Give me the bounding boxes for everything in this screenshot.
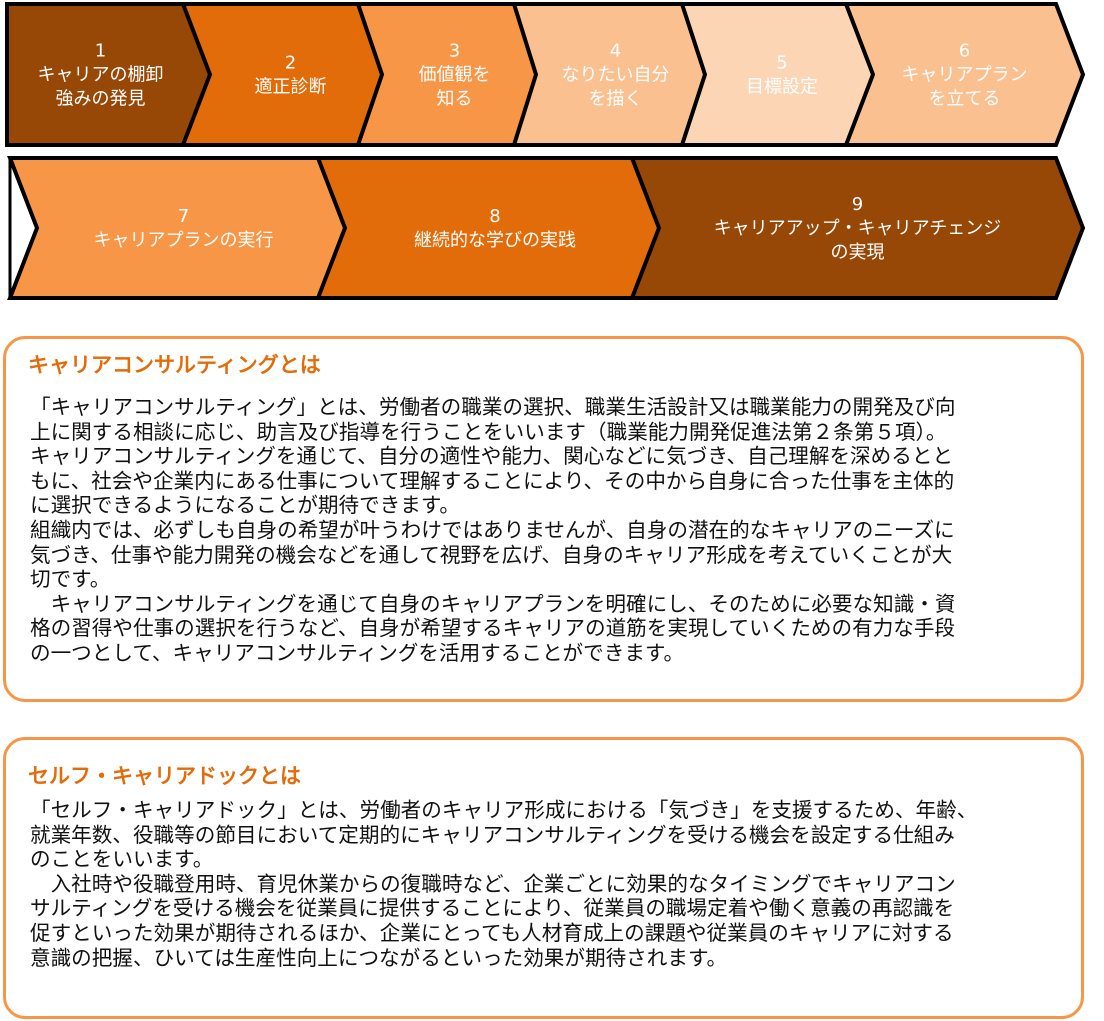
body-line: 気づき、仕事や能力開発の機会などを通して視野を広げ、自身のキャリア形成を考えてい… (30, 542, 953, 567)
step-number: 3 (449, 41, 460, 62)
body-line: のことをいいます。 (30, 847, 214, 872)
body-line: の一つとして、キャリアコンサルティングを活用することができます。 (30, 640, 685, 665)
body-line: 意識の把握、ひいては生産性向上につながるといった効果が期待されます。 (30, 945, 728, 970)
step-number: 7 (178, 206, 189, 227)
body-line: 切です。 (30, 567, 111, 592)
step-chevron-7 (7, 156, 360, 300)
step-label: キャリアアップ・キャリアチェンジ (714, 218, 1002, 239)
section-title: キャリアコンサルティングとは (28, 353, 321, 377)
body-line: 「キャリアコンサルティング」とは、労働者の職業の選択、職業生活設計又は職業能力の… (30, 395, 956, 419)
step-label: の実現 (831, 242, 885, 263)
step-number: 8 (489, 206, 500, 227)
step-label: キャリアプラン (902, 65, 1028, 86)
step-label: 知る (437, 89, 473, 110)
step-chevron-8 (315, 156, 675, 300)
section-body: 「セルフ・キャリアドック」とは、労働者のキャリア形成における「気づき」を支援する… (30, 798, 1081, 970)
step-label: キャリアプランの実行 (94, 230, 274, 251)
step-number: 6 (959, 41, 970, 62)
body-line: 組織内では、必ずしも自身の希望が叶うわけではありませんが、自身の潜在的なキャリア… (30, 517, 955, 542)
step-chevron-6 (843, 2, 1086, 147)
body-line: 入社時や役職登用時、育児休業からの復職時など、企業ごとに効果的なタイミングでキャ… (30, 871, 956, 896)
step-label: なりたい自分 (562, 65, 670, 86)
self-career-dock-section: セルフ・キャリアドックとは 「セルフ・キャリアドック」とは、労働者のキャリア形成… (3, 737, 1084, 1019)
body-line: キャリアコンサルティングを通じて自身のキャリアプランを明確にし、そのために必要な… (30, 591, 956, 616)
body-line: に選択できるようになることが期待できます。 (30, 493, 460, 518)
body-line: もに、社会や企業内にある仕事について理解することにより、その中から自身に合った仕… (30, 468, 955, 493)
step-number: 4 (610, 41, 621, 62)
step-label: キャリアの棚卸 (38, 65, 164, 86)
body-line: 促すといった効果が期待されるほか、企業にとっても人材育成上の課題や従業員のキャリ… (30, 920, 954, 945)
step-label: 継続的な学びの実践 (414, 230, 576, 251)
step-number: 9 (852, 194, 863, 215)
body-line: 上に関する相談に応じ、助言及び指導を行うことをいいます（職業能力開発促進法第２条… (30, 419, 947, 444)
step-number: 5 (776, 53, 787, 74)
step-label: 価値観を (419, 65, 491, 86)
body-line: 就業年数、役職等の節目において定期的にキャリアコンサルティングを受ける機会を設定… (30, 822, 955, 847)
step-label: 目標設定 (746, 77, 818, 98)
section-body: 「キャリアコンサルティング」とは、労働者の職業の選択、職業生活設計又は職業能力の… (30, 395, 1081, 666)
step-chevron-9 (629, 156, 1086, 300)
body-line: 格の習得や仕事の選択を行うなど、自身が希望するキャリアの道筋を実現していくための… (30, 616, 956, 641)
body-line: サルティングを受ける機会を従業員に提供することにより、従業員の職場定着や働く意義… (30, 896, 955, 921)
section-title: セルフ・キャリアドックとは (28, 764, 301, 788)
step-number: 1 (95, 41, 106, 62)
body-line: キャリアコンサルティングを通じて、自分の適性や能力、関心などに気づき、自己理解を… (30, 444, 954, 469)
step-number: 2 (285, 53, 296, 74)
step-label: を立てる (929, 89, 1001, 110)
body-line: 「セルフ・キャリアドック」とは、労働者のキャリア形成における「気づき」を支援する… (30, 798, 978, 822)
step-label: 適正診断 (255, 77, 327, 98)
step-label: 強みの発見 (56, 89, 146, 110)
career-consulting-section: キャリアコンサルティングとは 「キャリアコンサルティング」とは、労働者の職業の選… (3, 336, 1084, 702)
step-label: を描く (589, 89, 643, 110)
